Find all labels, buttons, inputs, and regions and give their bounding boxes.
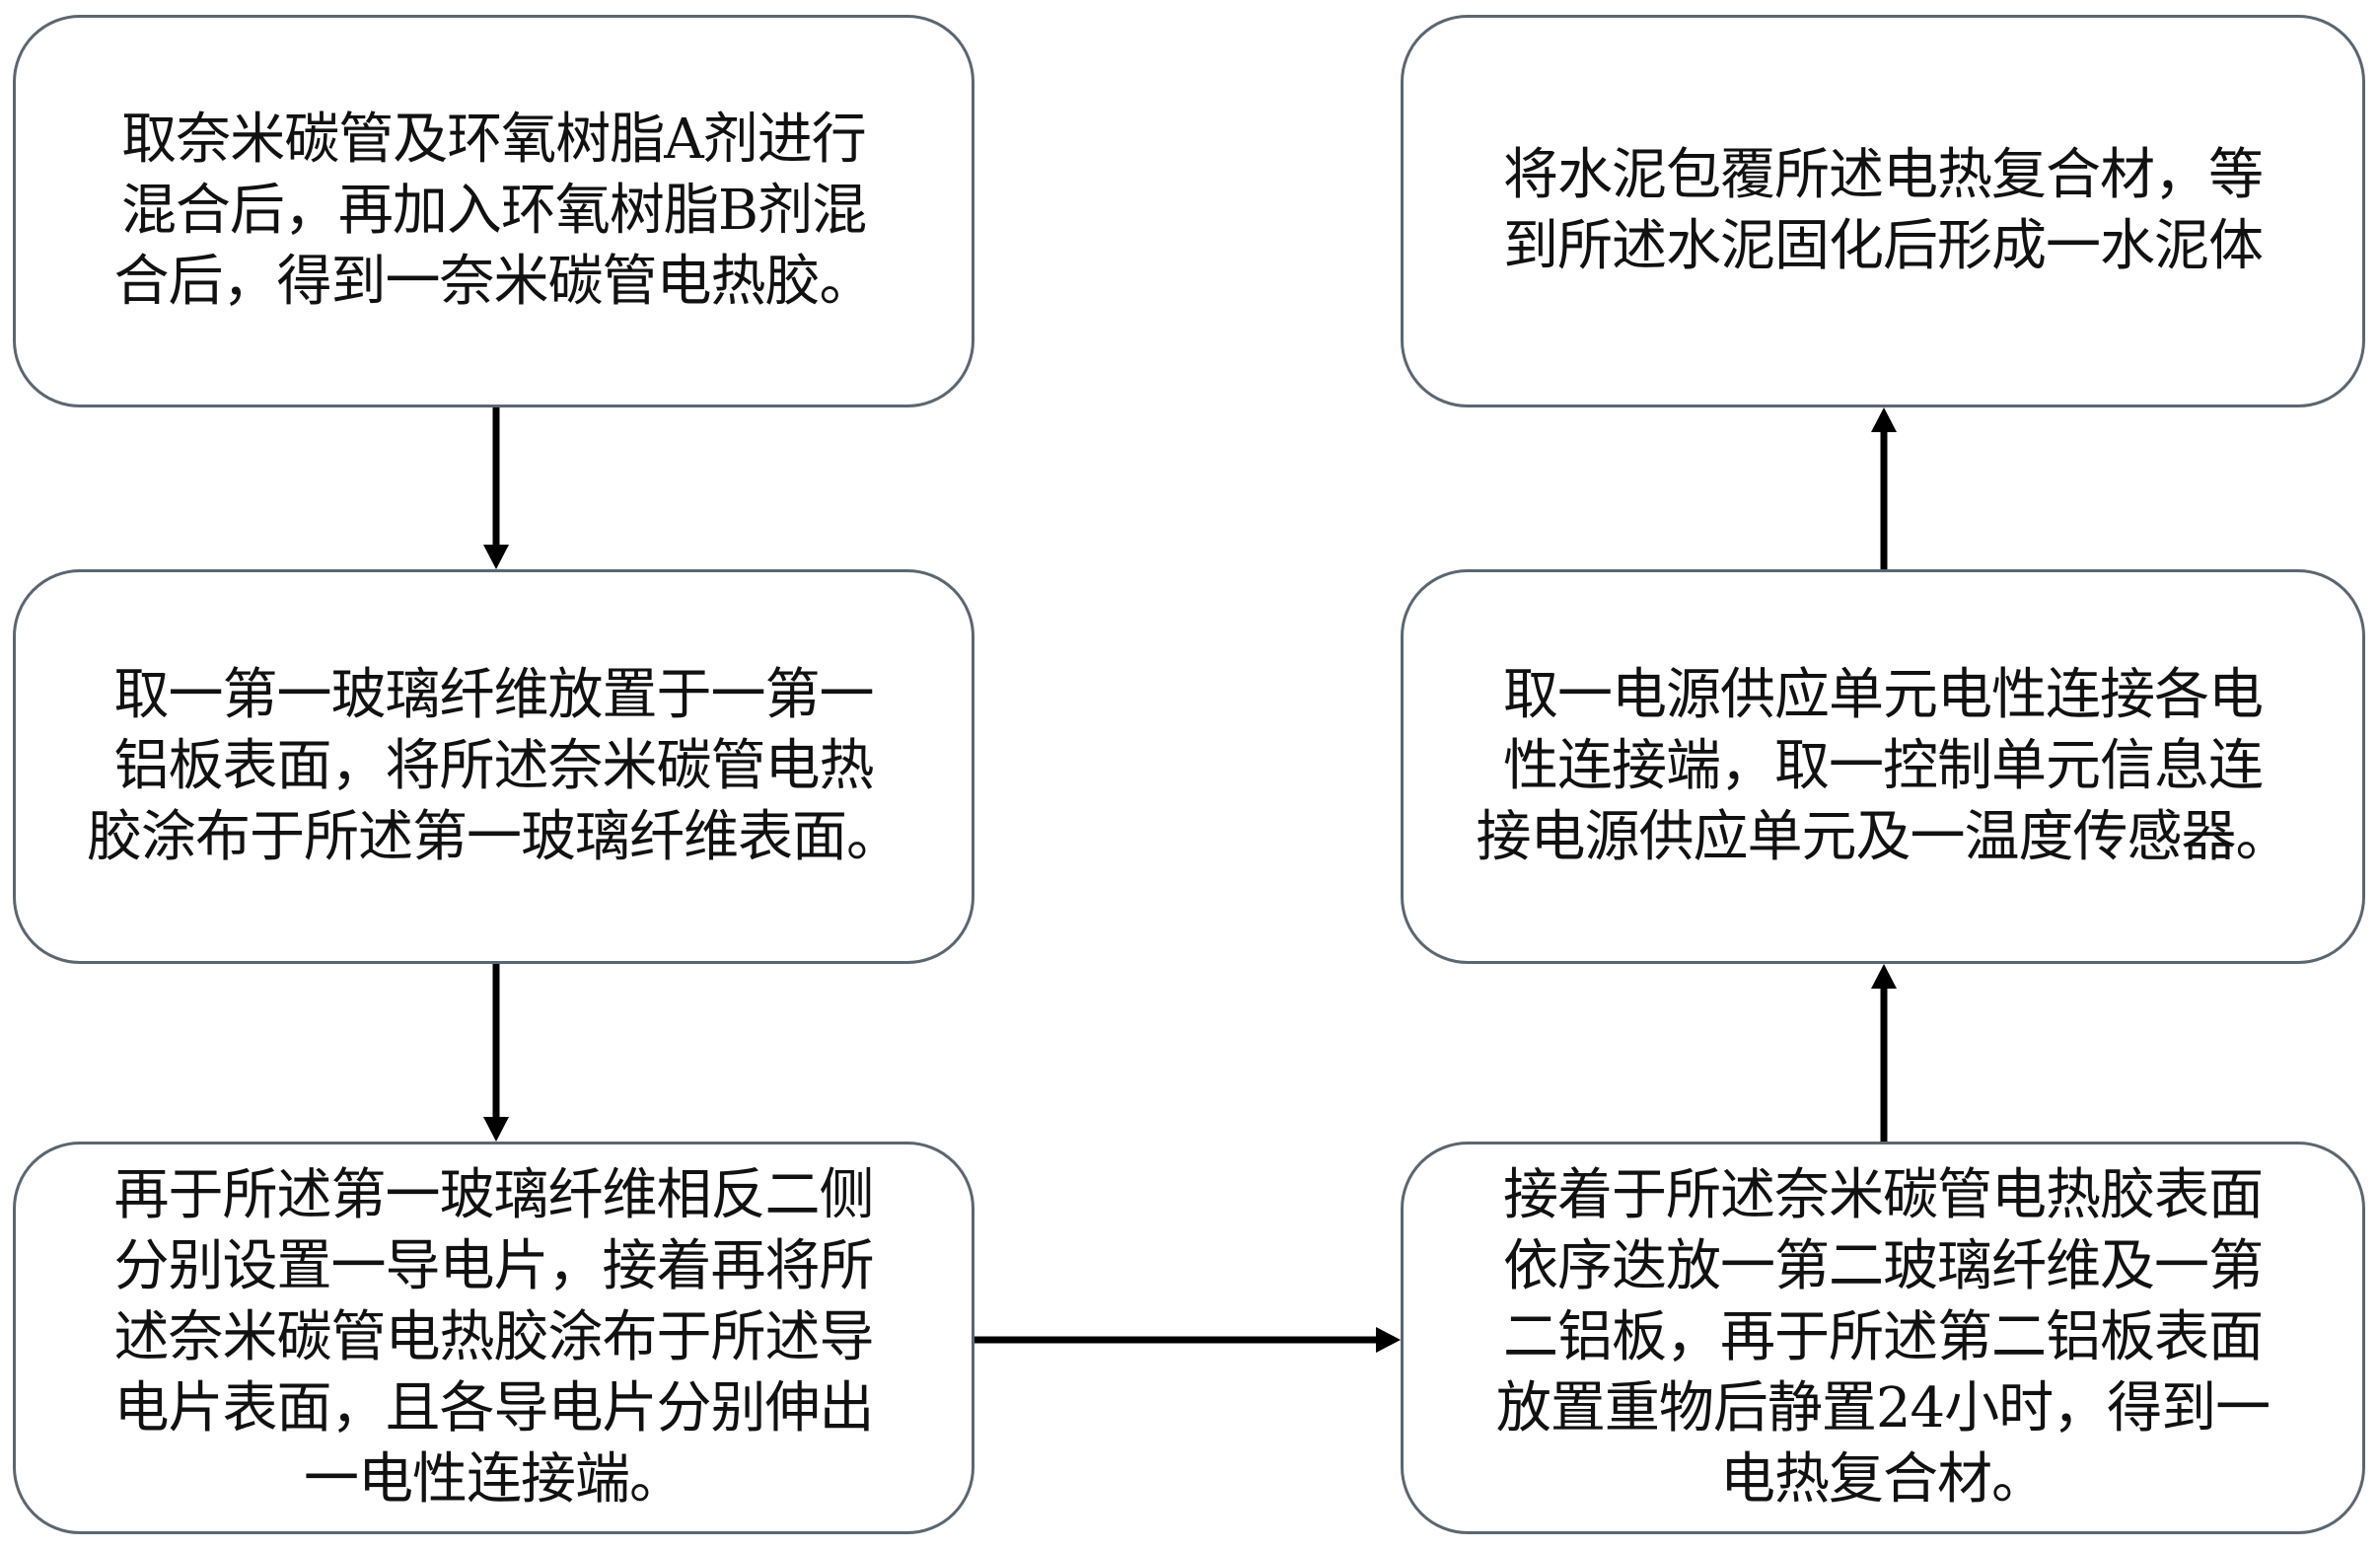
- step-text-line: 将水泥包覆所述电热复合材，等: [1503, 143, 2264, 207]
- step-text-line: 依序迭放一第二玻璃纤维及一第: [1502, 1234, 2264, 1298]
- flow-step-3: 再于所述第一玻璃纤维相反二侧分别设置一导电片，接着再将所述奈米碳管电热胶涂布于所…: [13, 1142, 974, 1534]
- step-text-line: 接着于所述奈米碳管电热胶表面: [1502, 1163, 2264, 1227]
- flow-step-2: 取一第一玻璃纤维放置于一第一铝板表面，将所述奈米碳管电热胶涂布于所述第一玻璃纤维…: [13, 569, 974, 964]
- step-text-line: 铝板表面，将所述奈米碳管电热: [113, 734, 875, 798]
- step-3-text: 再于所述第一玻璃纤维相反二侧分别设置一导电片，接着再将所述奈米碳管电热胶涂布于所…: [113, 1160, 875, 1515]
- step-6-text: 将水泥包覆所述电热复合材，等到所述水泥固化后形成一水泥体: [1503, 140, 2264, 282]
- step-1-text: 取奈米碳管及环氧树脂A剂进行混合后，再加入环氧树脂B剂混合后，得到一奈米碳管电热…: [113, 105, 875, 318]
- step-text-line: 一电性连接端。: [304, 1447, 685, 1512]
- step-text-line: 电热复合材。: [1719, 1447, 2047, 1512]
- flow-step-1: 取奈米碳管及环氧树脂A剂进行混合后，再加入环氧树脂B剂混合后，得到一奈米碳管电热…: [13, 15, 974, 407]
- step-2-text: 取一第一玻璃纤维放置于一第一铝板表面，将所述奈米碳管电热胶涂布于所述第一玻璃纤维…: [87, 660, 902, 873]
- step-text-line: 二铝板，再于所述第二铝板表面: [1502, 1305, 2264, 1369]
- step-text-line: 电片表面，且各导电片分别伸出: [113, 1376, 875, 1440]
- step-text-line: 再于所述第一玻璃纤维相反二侧: [113, 1163, 875, 1227]
- step-text-line: 合后，得到一奈米碳管电热胶。: [113, 250, 875, 314]
- step-text-line: 取一第一玻璃纤维放置于一第一: [113, 663, 875, 727]
- step-text-line: 接电源供应单元及一温度传感器。: [1476, 805, 2291, 869]
- arrow-step2-to-step3: [483, 964, 509, 1142]
- flow-step-4: 接着于所述奈米碳管电热胶表面依序迭放一第二玻璃纤维及一第二铝板，再于所述第二铝板…: [1401, 1142, 2365, 1534]
- step-text-line: 到所述水泥固化后形成一水泥体: [1503, 214, 2264, 278]
- flow-step-5: 取一电源供应单元电性连接各电性连接端，取一控制单元信息连接电源供应单元及一温度传…: [1401, 569, 2365, 964]
- step-text-line: 取一电源供应单元电性连接各电: [1503, 663, 2264, 727]
- step-text-line: 胶涂布于所述第一玻璃纤维表面。: [87, 805, 902, 869]
- arrow-step1-to-step2: [483, 407, 509, 569]
- step-5-text: 取一电源供应单元电性连接各电性连接端，取一控制单元信息连接电源供应单元及一温度传…: [1476, 660, 2291, 873]
- arrow-step4-to-step5: [1871, 964, 1897, 1142]
- flow-step-6: 将水泥包覆所述电热复合材，等到所述水泥固化后形成一水泥体: [1401, 15, 2365, 407]
- step-text-line: 分别设置一导电片，接着再将所: [113, 1234, 875, 1298]
- step-text-line: 混合后，再加入环氧树脂B剂混: [120, 179, 867, 243]
- arrow-step3-to-step4: [974, 1327, 1401, 1353]
- step-text-line: 性连接端，取一控制单元信息连: [1503, 734, 2264, 798]
- arrow-step5-to-step6: [1871, 407, 1897, 569]
- step-text-line: 取奈米碳管及环氧树脂A剂进行: [121, 108, 866, 172]
- step-text-line: 述奈米碳管电热胶涂布于所述导: [113, 1305, 875, 1369]
- step-4-text: 接着于所述奈米碳管电热胶表面依序迭放一第二玻璃纤维及一第二铝板，再于所述第二铝板…: [1495, 1160, 2271, 1515]
- step-text-line: 放置重物后静置24小时，得到一: [1495, 1376, 2271, 1440]
